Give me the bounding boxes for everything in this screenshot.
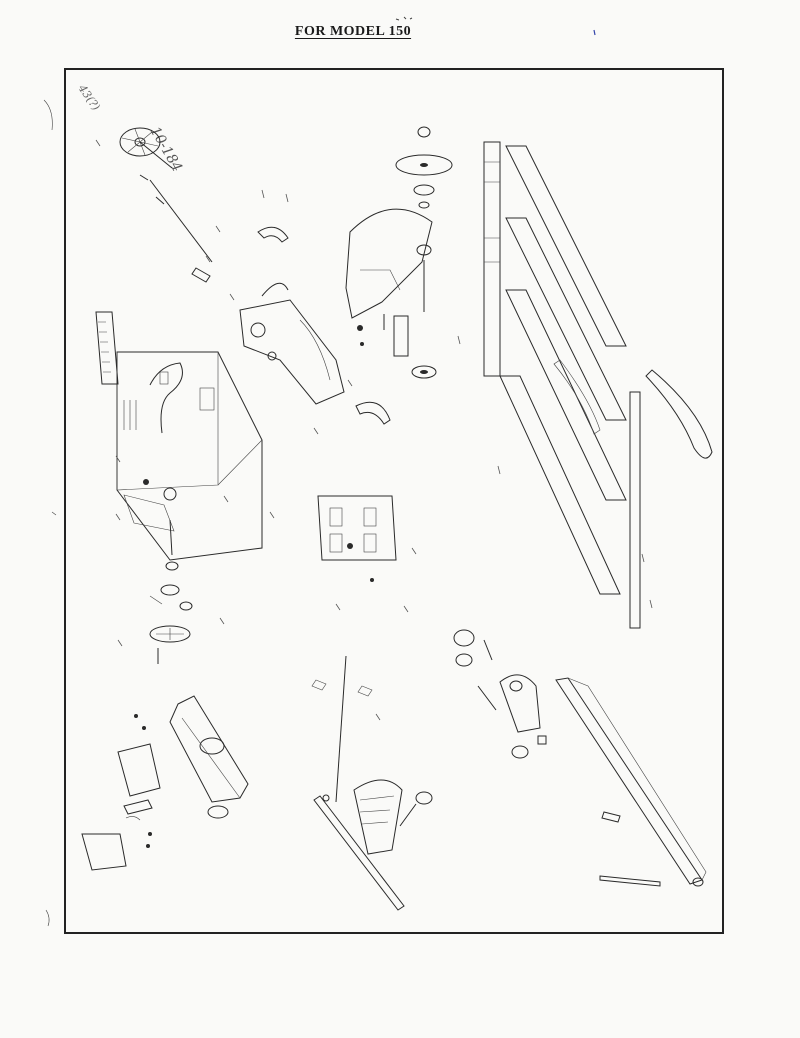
handwritten-note-text: 10-184 [147, 124, 185, 175]
motor-mount-plate [317, 495, 397, 582]
tilt-gear-parts [149, 561, 193, 664]
diagram-frame [64, 68, 724, 934]
tilt-scale-strip [95, 311, 119, 385]
handwritten-scribble-text: 43(?) [75, 81, 103, 113]
page-title: FOR MODEL 150 [294, 24, 412, 39]
handwritten-scribble: 43(?) [75, 81, 103, 113]
arbor-and-blade [345, 126, 453, 379]
handwheel-assembly [119, 127, 213, 283]
rip-fence [453, 629, 707, 887]
scan-marks [43, 16, 596, 927]
trunnion-assembly [239, 226, 391, 425]
blade-guard [81, 695, 249, 871]
handwritten-note: 10-184 [147, 124, 185, 175]
part-callout-ticks [95, 139, 653, 721]
saw-table-body [116, 351, 263, 561]
miter-gauge [311, 655, 433, 911]
stand-legs [483, 141, 713, 629]
